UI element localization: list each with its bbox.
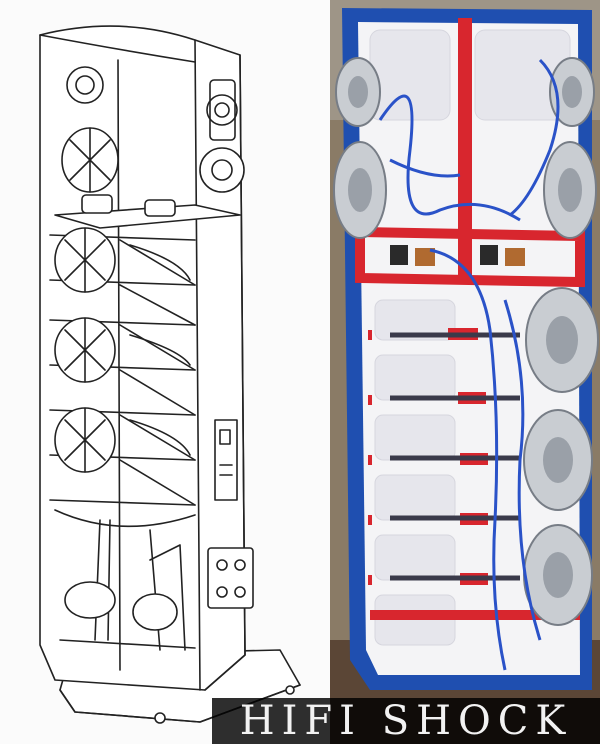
brace-shelves [390,332,520,581]
crossover-parts [390,245,525,266]
speaker-cutaway-photo [330,0,600,744]
tweeter-left [66,66,104,104]
speaker-line-drawing [39,25,301,724]
cutaway-photo-panel [330,0,600,744]
bottom-driver [64,581,116,619]
line-drawing-panel [39,25,301,724]
brace-vertical [458,18,472,278]
watermark-logo: HIFI SHOCK [212,698,600,744]
tweeter-front [206,94,238,126]
wiring [378,58,560,671]
binding-posts [207,547,254,609]
midrange-front [199,147,245,193]
front-badge [214,419,238,501]
